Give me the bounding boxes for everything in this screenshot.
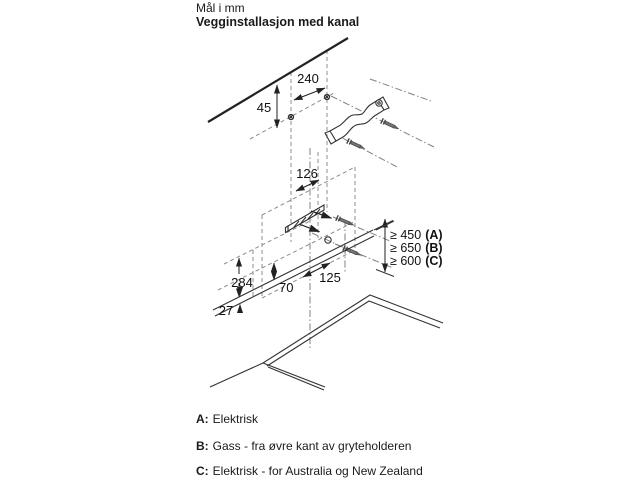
legend-key-a: A:: [196, 412, 209, 426]
dim-284-label: 284: [231, 275, 253, 290]
legend-row-a: A:Elektrisk: [196, 412, 258, 426]
ceiling-line: [207, 37, 349, 123]
mounting-rail: [284, 204, 333, 234]
dim-125-label: 125: [319, 270, 341, 285]
clearance-dim: ≥ 450(A) ≥ 650(B) ≥ 600(C): [375, 218, 443, 278]
dim-27: 27: [219, 286, 244, 318]
dim-45-label: 45: [257, 100, 271, 115]
units-note: Mål i mm: [196, 1, 245, 15]
clearance-row-a: ≥ 450(A): [390, 228, 443, 242]
duct-wall-bracket: [324, 96, 390, 145]
hood-bottom-edge: [212, 220, 394, 317]
legend-text-b: Gass - fra øvre kant av gryteholderen: [212, 439, 412, 453]
dim-240: 240: [293, 71, 326, 101]
dim-126: 126: [295, 166, 320, 192]
clearance-row-c: ≥ 600(C): [390, 254, 443, 268]
legend-row-c: C:Elektrisk - for Australia og New Zeala…: [196, 464, 423, 478]
dim-240-label: 240: [297, 71, 319, 86]
legend-key-c: C:: [196, 464, 209, 478]
legend-text-c: Elektrisk - for Australia og New Zealand: [212, 464, 423, 478]
legend-row-b: B:Gass - fra øvre kant av gryteholderen: [196, 439, 411, 453]
screw-icon: [346, 137, 366, 150]
screw-icon: [380, 117, 400, 130]
dim-125: 125: [302, 262, 341, 285]
dim-70: 70: [270, 262, 293, 295]
dim-70-label: 70: [279, 280, 293, 295]
page-title: Vegginstallasjon med kanal: [196, 15, 360, 29]
clearance-row-b: ≥ 650(B): [390, 241, 443, 255]
header: Mål i mm Vegginstallasjon med kanal: [196, 1, 360, 30]
screw-icon: [335, 214, 355, 226]
dim-27-label: 27: [219, 303, 233, 318]
legend-text-a: Elektrisk: [212, 412, 259, 426]
legend-key-b: B:: [196, 439, 209, 453]
dim-45: 45: [257, 84, 281, 129]
countertop-outline: [209, 294, 444, 391]
dim-126-label: 126: [296, 166, 318, 181]
